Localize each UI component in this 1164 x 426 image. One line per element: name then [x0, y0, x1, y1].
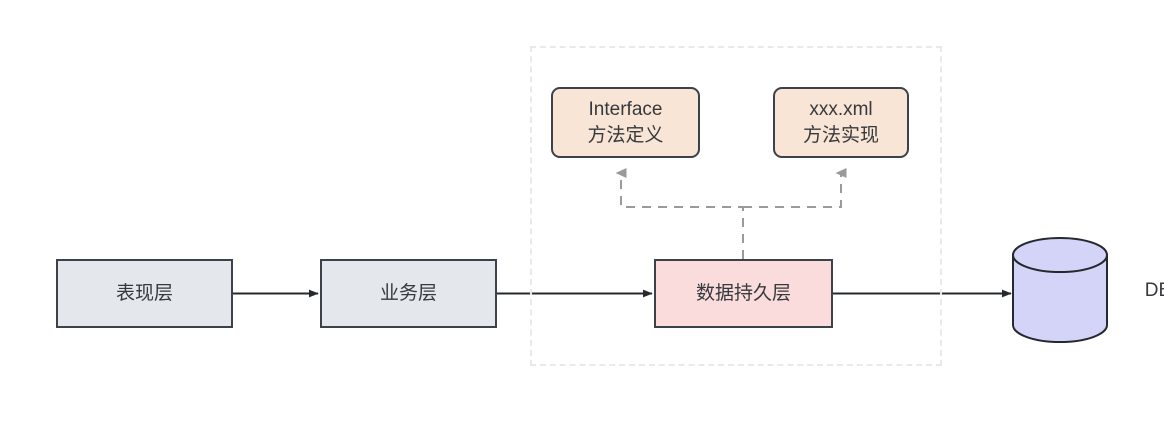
node-interface-card-line2: 方法定义 [587, 124, 664, 146]
node-xml-card-line2: 方法实现 [802, 124, 879, 146]
persistence-mapping-group [530, 46, 942, 366]
node-persistence-layer-label: 数据持久层 [695, 282, 791, 304]
node-business-layer[interactable]: 业务层 [320, 259, 497, 328]
edge-persistence-to-interface [615, 168, 744, 259]
node-database-label: DB [1144, 280, 1164, 301]
node-persistence-layer[interactable]: 数据持久层 [654, 259, 833, 328]
node-interface-card-line1: Interface [588, 99, 663, 121]
node-business-layer-label: 业务层 [379, 282, 437, 304]
edge-persistence-to-xml [743, 168, 847, 208]
node-presentation-layer-label: 表现层 [115, 282, 173, 304]
node-xml-card-line1: xxx.xml [809, 99, 873, 121]
node-xml-card[interactable]: xxx.xml 方法实现 [773, 87, 909, 158]
node-presentation-layer[interactable]: 表现层 [56, 259, 233, 328]
node-interface-card[interactable]: Interface 方法定义 [551, 87, 700, 158]
database-cylinder-icon [1012, 237, 1108, 343]
node-database[interactable]: DB [1011, 237, 1164, 343]
